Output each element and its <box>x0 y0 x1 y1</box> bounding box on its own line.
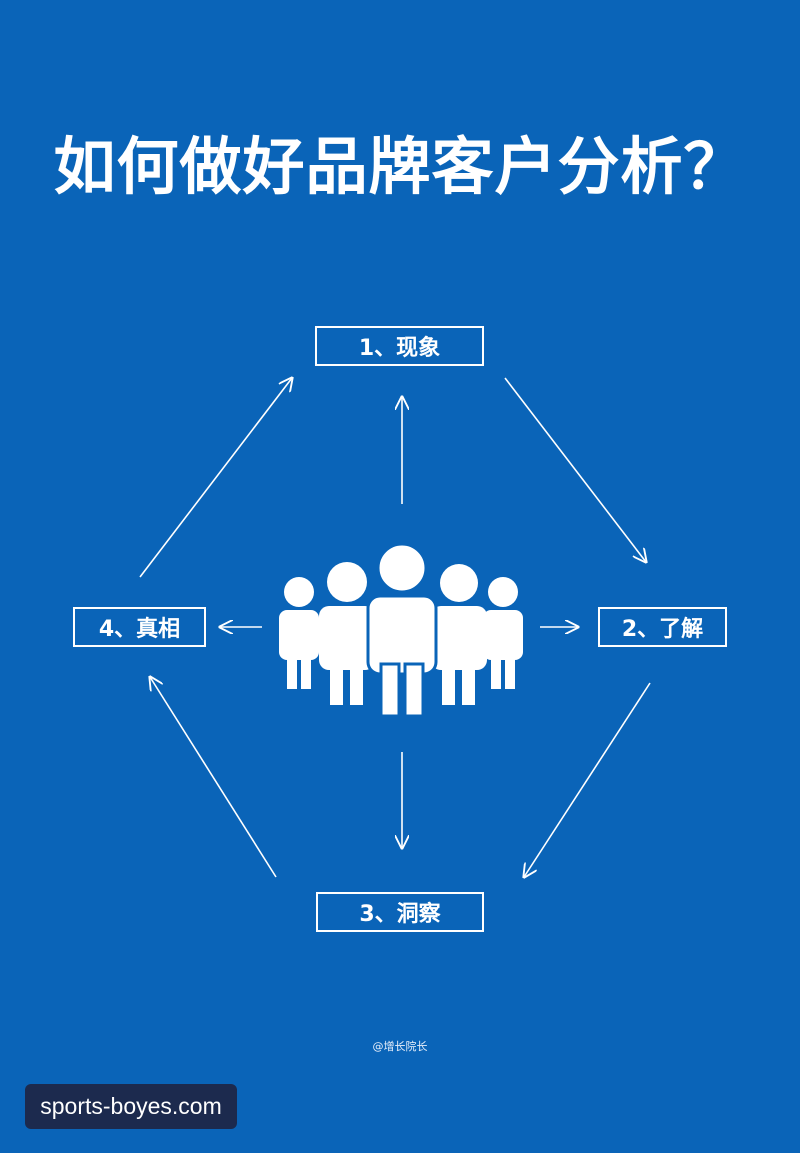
author-credit: @增长院长 <box>372 1040 428 1053</box>
arrow-bottom-to-left <box>150 677 277 878</box>
site-watermark: sports-boyes.com <box>25 1084 237 1129</box>
step-understand-box: 2、了解 <box>598 607 727 647</box>
person-icon <box>366 542 438 718</box>
step-insight-box: 3、洞察 <box>316 892 484 932</box>
person-icon <box>279 577 319 689</box>
step-phenomenon-box: 1、现象 <box>315 326 484 366</box>
arrow-left-to-top <box>139 378 292 578</box>
arrow-top-to-right <box>504 377 646 562</box>
person-icon <box>319 562 375 705</box>
group-of-people-icon <box>279 542 523 718</box>
person-icon <box>431 564 487 705</box>
person-icon <box>483 577 523 689</box>
page-title: 如何做好品牌客户分析？ <box>53 130 747 203</box>
arrow-right-to-bottom <box>524 682 651 877</box>
step-truth-box: 4、真相 <box>73 607 206 647</box>
